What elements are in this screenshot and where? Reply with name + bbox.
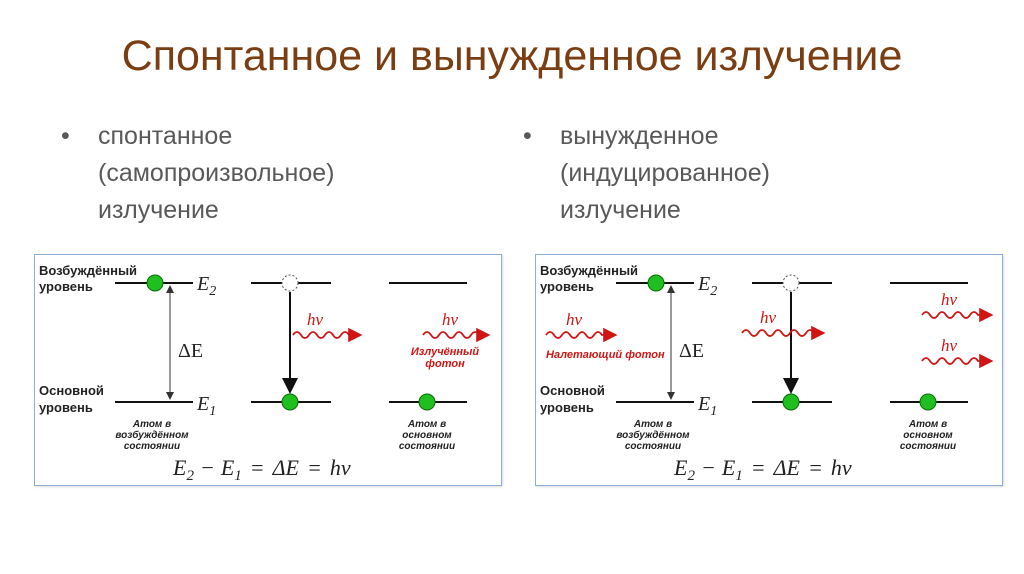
bullet-line: (самопроизвольное): [98, 159, 335, 187]
stimulated-diagram: Возбуждённый уровень Основной уровень hν…: [535, 254, 1003, 486]
incident-photon-wave: [545, 327, 618, 343]
atom-ground-caption: Атом в: [908, 419, 947, 430]
atom-ground-caption: состоянии: [900, 441, 956, 452]
bullet-line: излучение: [560, 196, 681, 224]
arrow-head-up: [667, 285, 675, 293]
excited-atom: [146, 274, 164, 292]
photon-label: hν: [760, 308, 777, 327]
e2-label: E2: [196, 273, 216, 299]
photon-label: hν: [442, 310, 459, 329]
atom-ground-caption: основном: [903, 430, 953, 441]
delta-e-label: ΔE: [679, 340, 704, 362]
photon-wave: [292, 327, 363, 343]
arrow-head-down: [667, 392, 675, 400]
energy-formula: E2−E1=ΔE=hν: [172, 455, 351, 484]
emitted-photon-wave: [921, 353, 994, 369]
arrow-head-down: [166, 392, 174, 400]
incident-photon-caption: Налетающий фотон: [546, 349, 665, 361]
ground-atom: [281, 393, 299, 411]
ground-level-label: Основной: [39, 383, 104, 398]
ground-atom: [418, 393, 436, 411]
e1-label: E1: [196, 393, 216, 419]
atom-excited-caption: Атом в: [633, 419, 672, 430]
emitted-photon-caption: Излучённый: [411, 346, 480, 358]
excited-atom: [647, 274, 665, 292]
bullet-line: спонтанное: [98, 122, 233, 150]
atom-excited-caption: возбуждённом: [115, 429, 189, 441]
emitted-photon-caption: фотон: [425, 358, 465, 370]
atom-excited-caption: возбуждённом: [616, 429, 690, 441]
e1-label: E1: [697, 393, 717, 419]
bullet-spontaneous: • спонтанное (самопроизвольное) излучени…: [61, 118, 335, 229]
atom-ground-caption: состоянии: [399, 441, 455, 452]
vacated-atom: [782, 274, 800, 292]
slide-title: Спонтанное и вынужденное излучение: [121, 32, 903, 80]
e2-label: E2: [697, 273, 717, 299]
bullet-line: вынужденное: [560, 122, 719, 150]
ground-level-label: уровень: [39, 400, 93, 415]
photon-wave: [741, 325, 826, 341]
atom-excited-caption: состоянии: [625, 441, 681, 452]
emitted-photon-wave: [422, 327, 491, 343]
ground-atom: [919, 393, 937, 411]
bullet-dot: •: [523, 122, 532, 150]
atom-excited-caption: состоянии: [124, 441, 180, 452]
ground-level-label: уровень: [540, 400, 594, 415]
delta-e-label: ΔE: [178, 340, 203, 362]
photon-label: hν: [307, 310, 324, 329]
atom-ground-caption: основном: [402, 430, 452, 441]
bullet-line: (индуцированное): [560, 159, 770, 187]
excited-level-label: уровень: [39, 279, 93, 294]
bullet-dot: •: [61, 122, 70, 150]
arrow-head-up: [166, 285, 174, 293]
atom-excited-caption: Атом в: [132, 419, 171, 430]
excited-level-label: Возбуждённый: [39, 263, 137, 278]
ground-level-label: Основной: [540, 383, 605, 398]
photon-label: hν: [941, 336, 958, 355]
excited-level-label: уровень: [540, 279, 594, 294]
ground-atom: [782, 393, 800, 411]
emitted-photon-wave: [921, 307, 994, 323]
photon-label: hν: [941, 290, 958, 309]
excited-level-label: Возбуждённый: [540, 263, 638, 278]
energy-formula: E2−E1=ΔE=hν: [673, 455, 852, 484]
bullet-stimulated: • вынужденное (индуцированное) излучение: [523, 118, 770, 229]
spontaneous-diagram: Возбуждённый уровень Основной уровень E2…: [34, 254, 502, 486]
vacated-atom: [281, 274, 299, 292]
photon-label: hν: [566, 310, 583, 329]
atom-ground-caption: Атом в: [407, 419, 446, 430]
bullet-line: излучение: [98, 196, 219, 224]
